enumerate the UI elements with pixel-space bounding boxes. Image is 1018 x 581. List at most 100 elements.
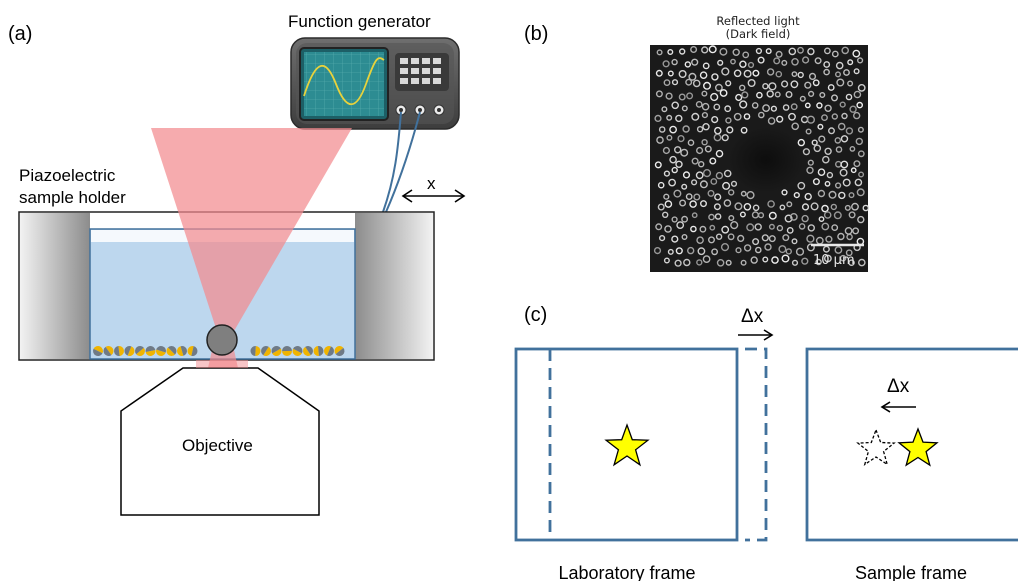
micrograph-particle xyxy=(857,84,866,92)
micrograph-particle xyxy=(725,259,732,266)
micrograph-particle xyxy=(688,72,697,81)
micrograph-particle xyxy=(701,138,708,146)
micrograph-particle xyxy=(854,178,863,187)
micrograph-particle xyxy=(719,89,728,97)
micrograph-particle xyxy=(739,100,748,109)
objective-label: Objective xyxy=(182,436,253,455)
janus-particle xyxy=(177,346,187,356)
micrograph-particle xyxy=(795,247,805,256)
micrograph-particle xyxy=(845,127,854,135)
micrograph-particle xyxy=(707,189,715,197)
micrograph-particle xyxy=(671,101,680,110)
micrograph-particle xyxy=(691,112,700,121)
panel-b: (b) Reflected light (Dark field) 10 µm xyxy=(524,14,870,272)
janus-particle xyxy=(187,346,198,356)
micrograph-particle xyxy=(764,243,772,251)
micrograph-particle xyxy=(702,122,710,131)
micrograph-particle xyxy=(756,91,763,99)
micrograph-particle xyxy=(799,95,806,102)
micrograph-particle xyxy=(655,90,663,98)
micrograph-particle xyxy=(669,125,677,134)
janus-particle xyxy=(313,346,324,356)
micrograph-particle xyxy=(845,249,853,257)
micrograph-particle xyxy=(695,101,703,108)
micrograph-particle xyxy=(798,223,806,230)
micrograph-particle xyxy=(817,168,826,176)
micrograph-particle xyxy=(818,216,825,223)
micrograph-particle xyxy=(775,70,783,78)
micrograph-particle xyxy=(833,211,842,220)
micrograph-particle xyxy=(658,126,666,133)
micrograph-particle xyxy=(826,171,834,179)
janus-particle xyxy=(261,346,271,356)
micrograph-particle xyxy=(824,47,831,55)
micrograph-particle xyxy=(834,246,843,254)
janus-particle xyxy=(334,346,345,356)
micrograph-particle xyxy=(724,105,732,113)
micrograph-particle xyxy=(685,193,693,201)
micrograph-particle xyxy=(691,58,699,66)
micrograph-particle xyxy=(739,211,746,218)
star-icon xyxy=(604,423,650,467)
micrograph-particle xyxy=(821,222,830,231)
micrograph-particle xyxy=(690,179,698,186)
micrograph-particle xyxy=(723,169,732,178)
micrograph-particle xyxy=(768,223,775,230)
lab-frame-caption: Laboratory frame xyxy=(558,563,695,581)
micrograph-particle xyxy=(801,214,809,223)
micrograph-particle xyxy=(782,234,790,242)
micrograph-particle xyxy=(786,201,793,208)
holder-label-line2: sample holder xyxy=(19,188,126,207)
micrograph-particle xyxy=(853,111,861,120)
micrograph-particle xyxy=(701,46,709,54)
micrograph-particle xyxy=(701,111,709,119)
micrograph-particle xyxy=(789,212,798,221)
micrograph-particle xyxy=(791,122,800,131)
micrograph-particle xyxy=(696,259,703,266)
micrograph-particle xyxy=(846,233,853,241)
micrograph-particle xyxy=(663,170,671,177)
micrograph-particle xyxy=(684,61,691,68)
micrograph-particle xyxy=(743,113,751,120)
micrograph-particle xyxy=(667,49,674,56)
micrograph-particle xyxy=(657,203,665,211)
micrograph-particle xyxy=(713,203,721,211)
micrograph-particle xyxy=(828,127,836,135)
micrograph-particle xyxy=(696,236,704,244)
micrograph-particle xyxy=(762,104,770,113)
micrograph-particle xyxy=(766,68,775,76)
micrograph-particle xyxy=(804,102,811,109)
micrograph-particle xyxy=(743,69,752,78)
micrograph-particle xyxy=(781,254,790,263)
micrograph-particle xyxy=(679,48,686,55)
micrograph-particle xyxy=(711,115,719,124)
panel-c-label: (c) xyxy=(524,304,547,326)
micrograph-particle xyxy=(671,166,678,174)
micrograph-particle xyxy=(802,148,811,156)
micrograph-particle xyxy=(779,204,786,211)
micrograph-particle xyxy=(746,191,755,200)
micrograph-particle xyxy=(708,45,717,54)
micrograph-particle xyxy=(847,59,854,66)
micrograph-particle xyxy=(730,58,736,65)
micrograph-particle xyxy=(710,92,719,102)
micrograph-particle xyxy=(804,81,812,89)
panel-c: (c) Δx Laboratory frame Δx Sample frame xyxy=(514,304,1018,581)
micrograph-particle xyxy=(743,202,752,211)
micrograph-particle xyxy=(746,223,755,232)
panel-a: (a) Function generator xyxy=(8,12,466,516)
sample-frame-box xyxy=(805,347,1018,542)
micrograph-particle xyxy=(715,149,724,158)
micrograph-particle xyxy=(711,73,719,81)
micrograph-particle xyxy=(822,245,830,253)
micrograph-particle xyxy=(679,199,687,207)
micrograph-particle xyxy=(695,146,704,155)
micrograph-particle xyxy=(812,178,820,186)
micrograph-particle xyxy=(730,221,739,230)
micrograph-particle xyxy=(675,114,683,123)
micrograph-particle xyxy=(776,115,784,123)
micrograph-particle xyxy=(754,223,762,231)
micrograph-particle xyxy=(681,105,688,112)
micrograph-particle xyxy=(671,58,678,66)
micrograph-particle xyxy=(807,90,815,98)
